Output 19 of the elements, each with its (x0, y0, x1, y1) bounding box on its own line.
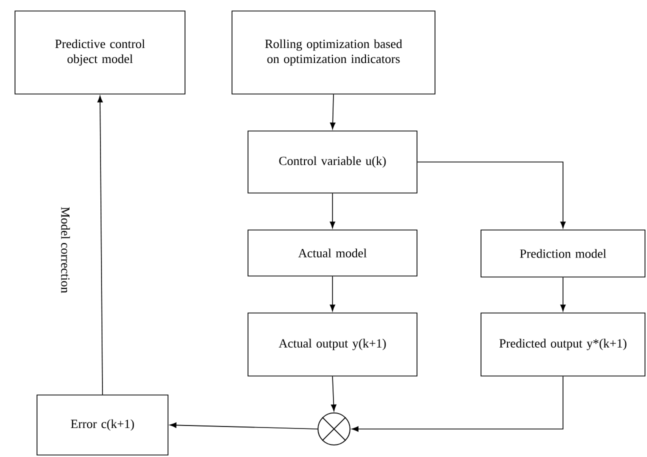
arrow (352, 376, 564, 432)
process-box: Rolling optimization based on optimization indicators (232, 10, 436, 94)
process-box: Actual output y(k+1) (248, 312, 418, 376)
arrow (170, 422, 318, 430)
arrow (331, 376, 336, 412)
arrow (417, 162, 566, 228)
edge-label: Model correction (61, 207, 70, 294)
arrow (330, 94, 336, 130)
process-box: Control variable u(k) (248, 130, 418, 194)
arrow (330, 276, 336, 312)
process-box: Predicted output y*(k+1) (480, 312, 646, 376)
process-box: Prediction model (480, 230, 646, 278)
arrow (560, 277, 566, 312)
process-box: Error c(k+1) (36, 394, 168, 456)
arrow (97, 96, 103, 395)
arrow (330, 192, 336, 228)
process-box: Actual model (248, 230, 418, 276)
summing-junction (318, 412, 350, 446)
process-box: Predictive control object model (14, 10, 186, 94)
